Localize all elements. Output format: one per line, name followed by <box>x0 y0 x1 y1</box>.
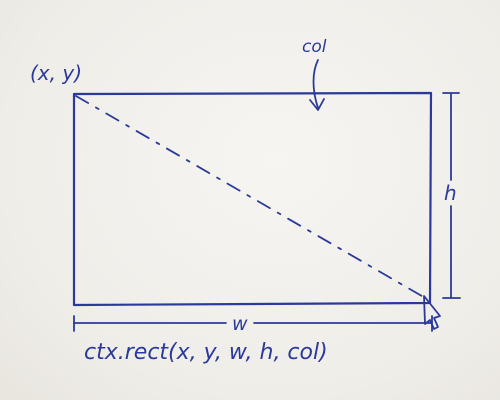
code-label: ctx.rect(x, y, w, h, col) <box>84 340 328 365</box>
height-label: h <box>444 181 457 205</box>
width-label: w <box>232 313 248 335</box>
color-label: col <box>302 37 327 57</box>
col-arrow <box>312 59 319 109</box>
col-arrow-head <box>309 98 325 111</box>
diagonal-dashed-line <box>75 95 428 300</box>
origin-label: (x, y) <box>30 61 82 85</box>
